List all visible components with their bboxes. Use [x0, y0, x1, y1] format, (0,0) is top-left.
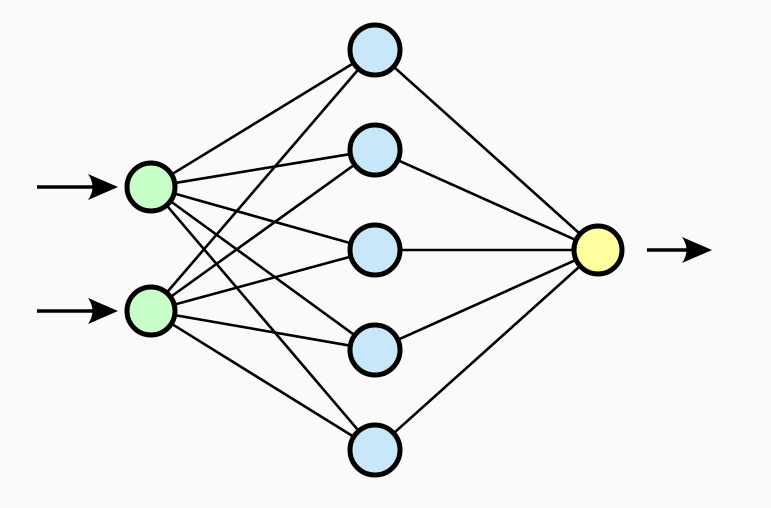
edge-input-2-to-hidden-3 [175, 255, 350, 306]
input-arrow-1-head [88, 174, 118, 200]
node-hidden-2[interactable] [347, 122, 403, 178]
input-arrow-1-icon [37, 174, 118, 200]
node-hidden-5[interactable] [347, 422, 403, 478]
nodes-group [124, 22, 625, 478]
edge-input-2-to-hidden-1 [166, 69, 359, 293]
node-input-1[interactable] [124, 160, 178, 214]
node-hidden-3[interactable] [347, 222, 403, 278]
edges-group [166, 62, 580, 438]
node-hidden-4[interactable] [347, 322, 403, 378]
edge-hidden-2-to-output-1 [398, 159, 576, 241]
io-arrows-group [37, 174, 712, 324]
output-arrow-head [682, 237, 712, 263]
input-arrow-2-icon [37, 298, 118, 324]
node-hidden-1[interactable] [347, 22, 403, 78]
input-arrow-2-head [88, 298, 118, 324]
edge-input-1-to-hidden-4 [170, 200, 355, 336]
edge-hidden-4-to-output-1 [398, 259, 576, 341]
output-arrow-icon [647, 237, 712, 263]
edge-input-1-to-hidden-1 [172, 62, 354, 175]
edge-hidden-1-to-output-1 [393, 66, 580, 234]
edge-hidden-5-to-output-1 [393, 266, 580, 434]
node-input-2[interactable] [124, 284, 178, 338]
edge-input-2-to-hidden-5 [171, 323, 354, 438]
edge-input-1-to-hidden-2 [175, 153, 350, 185]
edge-input-2-to-hidden-4 [175, 314, 350, 347]
edge-input-1-to-hidden-3 [175, 192, 350, 245]
edge-input-2-to-hidden-2 [170, 164, 355, 298]
edge-input-1-to-hidden-5 [166, 205, 359, 431]
node-output-1[interactable] [571, 223, 625, 277]
